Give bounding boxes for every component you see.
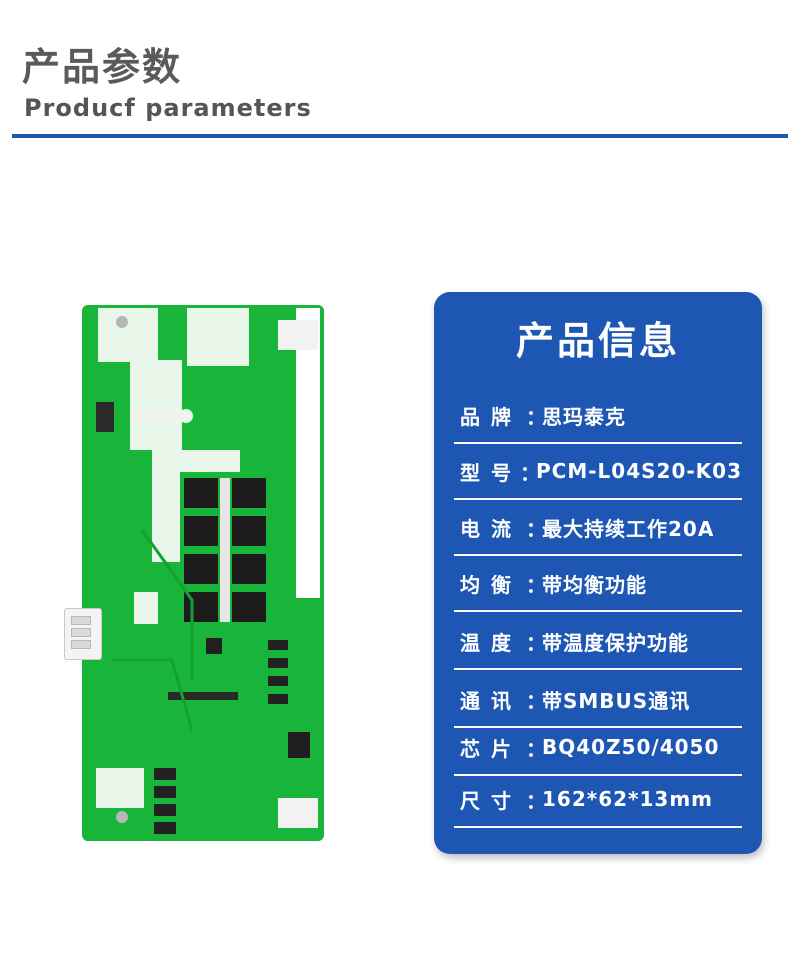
row-label: 均 衡 bbox=[460, 572, 513, 597]
battery-connector bbox=[64, 608, 102, 660]
row-value: 162*62*13mm bbox=[542, 787, 714, 811]
row-value: PCM-L04S20-K03 bbox=[536, 459, 742, 483]
info-row-model: 型 号 ：PCM-L04S20-K03 bbox=[454, 444, 742, 500]
row-label: 品 牌 bbox=[460, 404, 513, 429]
row-label: 型 号 bbox=[460, 460, 513, 485]
row-value: 思玛泰克 bbox=[542, 404, 626, 429]
row-colon: ： bbox=[520, 460, 541, 485]
row-colon: ： bbox=[526, 404, 546, 429]
row-label: 温 度 bbox=[460, 630, 513, 655]
row-colon: ： bbox=[526, 736, 546, 761]
info-row-size: 尺 寸 ：162*62*13mm bbox=[454, 772, 742, 828]
row-colon: ： bbox=[526, 788, 546, 813]
connector-pin bbox=[71, 628, 91, 637]
header-divider bbox=[12, 134, 788, 138]
info-row-balance: 均 衡 ：带均衡功能 bbox=[454, 556, 742, 612]
info-row-chip: 芯 片 ：BQ40Z50/4050 bbox=[454, 720, 742, 776]
row-label: 尺 寸 bbox=[460, 788, 513, 813]
row-label: 通 讯 bbox=[460, 688, 513, 713]
card-title: 产品信息 bbox=[515, 319, 680, 363]
row-colon: ： bbox=[526, 572, 546, 597]
connector-pin bbox=[71, 640, 91, 649]
pcb-product-image bbox=[82, 300, 328, 845]
info-row-temperature: 温 度 ：带温度保护功能 bbox=[454, 614, 742, 670]
info-row-brand: 品 牌 ：思玛泰克 bbox=[454, 388, 742, 444]
connector-pin bbox=[71, 616, 91, 625]
product-info-card: 产品信息 品 牌：思玛泰克 型 号：PCM-L04S20-K03 电 流：最大持… bbox=[434, 292, 762, 854]
page-title-cn: 产品参数 bbox=[22, 45, 183, 89]
row-label: 芯 片 bbox=[460, 736, 513, 761]
row-label: 电 流 bbox=[460, 516, 513, 541]
row-colon: ： bbox=[526, 688, 546, 713]
info-row-communication: 通 讯 ：带SMBUS通讯 bbox=[454, 672, 742, 728]
row-value: 带均衡功能 bbox=[542, 572, 647, 597]
row-value: BQ40Z50/4050 bbox=[542, 735, 720, 759]
row-value: 带温度保护功能 bbox=[542, 630, 689, 655]
row-value: 带SMBUS通讯 bbox=[542, 688, 691, 713]
info-row-current: 电 流 ：最大持续工作20A bbox=[454, 500, 742, 556]
pcb-board-graphic bbox=[82, 305, 324, 841]
row-colon: ： bbox=[526, 516, 546, 541]
row-colon: ： bbox=[526, 630, 546, 655]
row-value: 最大持续工作20A bbox=[542, 516, 715, 541]
page-title-en: Producf parameters bbox=[24, 94, 312, 122]
